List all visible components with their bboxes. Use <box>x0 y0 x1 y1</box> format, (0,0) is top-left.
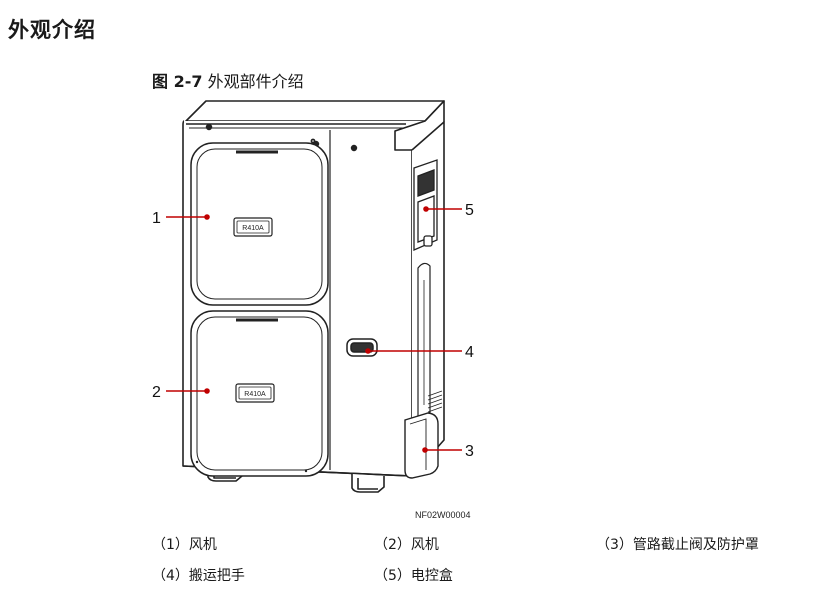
legend-item-3: （3）管路截止阀及防护罩 <box>596 537 759 553</box>
figure-title: 图 2-7 外观部件介绍 <box>152 68 304 92</box>
section-heading: 外观介绍 <box>8 18 96 42</box>
callout-5: 5 <box>465 202 474 219</box>
callout-dot-3 <box>422 447 428 453</box>
carry-handle <box>346 338 378 357</box>
valve-cover <box>404 412 439 479</box>
callout-dot-1 <box>204 214 210 220</box>
refrigerant-badge-upper <box>233 217 273 237</box>
legend-item-4: （4）搬运把手 <box>152 568 245 584</box>
callout-dot-2 <box>204 388 210 394</box>
callout-3: 3 <box>465 443 474 460</box>
callout-dot-5 <box>423 206 429 212</box>
callout-dot-4 <box>365 348 371 354</box>
legend-item-2: （2）风机 <box>374 537 439 553</box>
image-code: NF02W00004 <box>415 510 471 520</box>
foot-right <box>351 474 385 493</box>
refrigerant-badge-lower <box>235 383 275 403</box>
figure-caption: 外观部件介绍 <box>207 72 304 91</box>
electric-control-box <box>413 159 438 251</box>
figure-number: 图 2-7 <box>152 72 203 91</box>
callout-1: 1 <box>152 210 161 227</box>
unit-top-face <box>185 100 445 122</box>
legend-item-1: （1）风机 <box>152 537 217 553</box>
refrigerant-label-lower: R410A <box>244 391 266 398</box>
callout-4: 4 <box>465 344 474 361</box>
callout-2: 2 <box>152 384 161 401</box>
legend-item-5: （5）电控盒 <box>374 568 453 584</box>
refrigerant-label-upper: R410A <box>242 225 264 232</box>
